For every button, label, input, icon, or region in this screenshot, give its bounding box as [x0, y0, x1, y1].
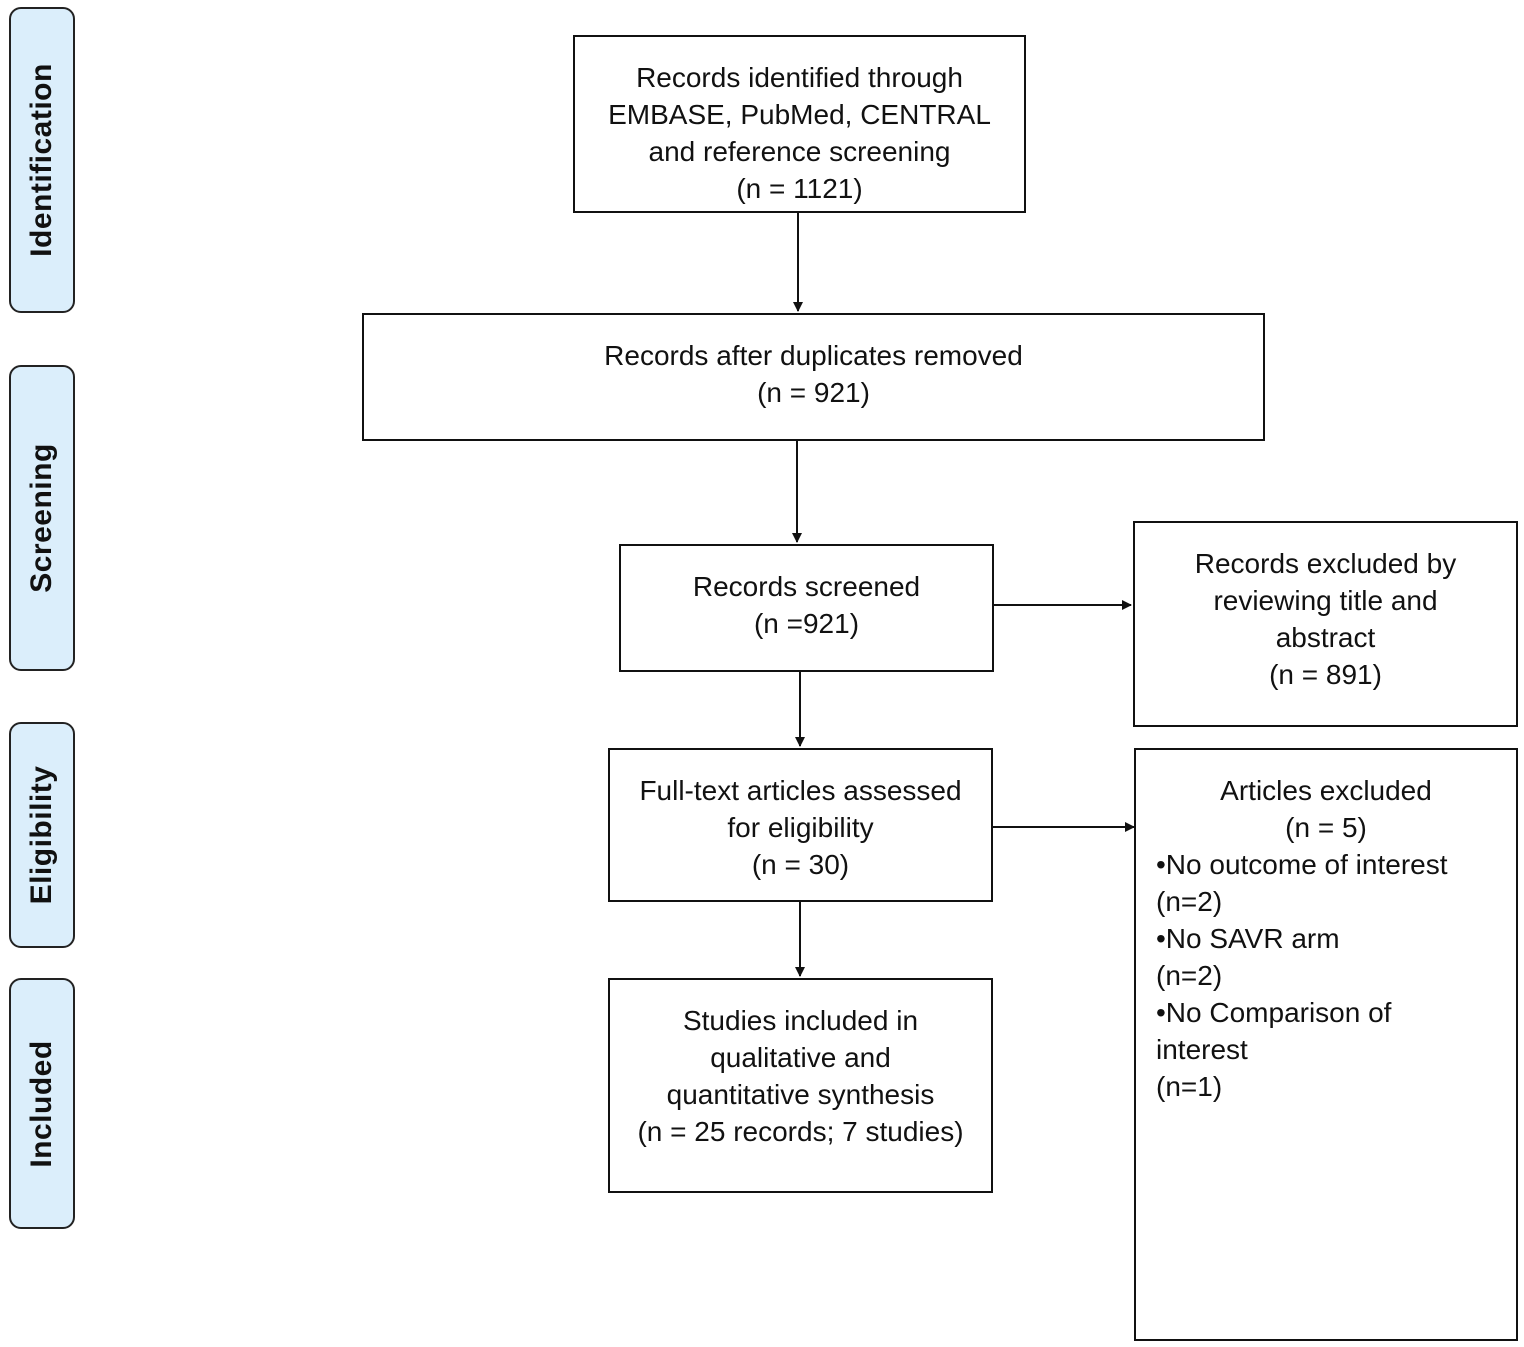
- box-line: reviewing title and: [1213, 585, 1438, 616]
- exclusion-line: interest: [1156, 1034, 1248, 1065]
- box-line: (n = 921): [757, 377, 870, 408]
- box-line: Records screened: [692, 571, 921, 602]
- articles-excluded-count: (n = 5): [1285, 812, 1367, 843]
- exclusion-line: •No outcome of interest: [1156, 849, 1448, 880]
- studies-included-box: Studies included in qualitative and quan…: [608, 978, 993, 1193]
- box-line: (n = 25 records; 7 studies): [637, 1116, 964, 1147]
- box-line: quantitative synthesis: [666, 1079, 935, 1110]
- stage-included: Included: [9, 978, 75, 1229]
- records-excluded-box: Records excluded by reviewing title and …: [1133, 521, 1518, 727]
- exclusion-line: •No SAVR arm: [1156, 923, 1340, 954]
- records-screened-box: Records screened (n =921): [619, 544, 994, 672]
- box-line: (n =921): [753, 608, 860, 639]
- box-line: Full-text articles assessed: [639, 775, 962, 806]
- box-line: (n = 30): [751, 849, 850, 880]
- exclusion-line: (n=2): [1156, 886, 1223, 917]
- box-line: Studies included in: [682, 1005, 919, 1036]
- box-line: Records after duplicates removed: [604, 340, 1023, 371]
- exclusion-line: (n=1): [1156, 1071, 1223, 1102]
- box-line: abstract: [1275, 622, 1376, 653]
- box-line: EMBASE, PubMed, CENTRAL: [608, 99, 991, 130]
- exclusion-line: •No Comparison of: [1156, 997, 1392, 1028]
- records-identified-box: Records identified through EMBASE, PubMe…: [573, 35, 1026, 213]
- duplicates-removed-box: Records after duplicates removed (n = 92…: [362, 313, 1265, 441]
- box-line: qualitative and: [710, 1042, 891, 1073]
- stage-eligibility: Eligibility: [9, 722, 75, 948]
- stage-identification: Identification: [9, 7, 75, 313]
- box-line: (n = 891): [1269, 659, 1382, 690]
- box-line: and reference screening: [648, 136, 951, 167]
- box-line: Records excluded by: [1194, 548, 1457, 579]
- stage-screening: Screening: [9, 365, 75, 671]
- articles-excluded-title: Articles excluded: [1220, 775, 1432, 806]
- box-line: for eligibility: [727, 812, 874, 843]
- full-text-assessed-box: Full-text articles assessed for eligibil…: [608, 748, 993, 902]
- box-line: Records identified through: [636, 62, 963, 93]
- box-line: (n = 1121): [736, 173, 863, 204]
- exclusion-line: (n=2): [1156, 960, 1223, 991]
- articles-excluded-box: Articles excluded (n = 5) •No outcome of…: [1134, 748, 1518, 1341]
